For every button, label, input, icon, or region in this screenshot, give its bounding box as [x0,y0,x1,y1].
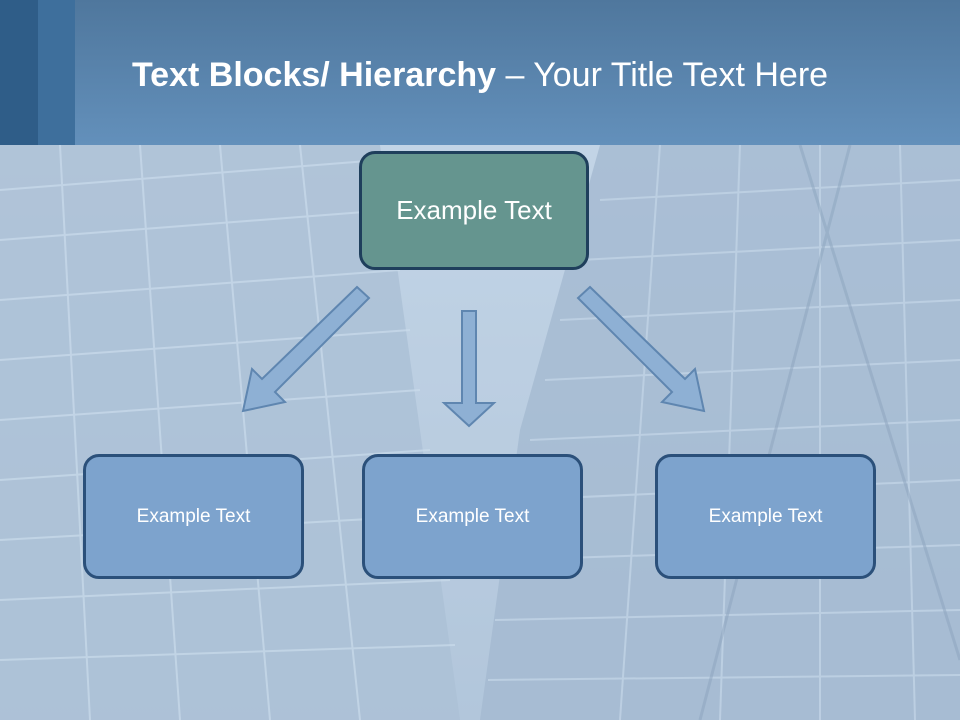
root-node: Example Text [359,151,589,270]
slide-title-regular: – Your Title Text Here [496,56,829,94]
child-node-2: Example Text [362,454,583,579]
child-node-label: Example Text [136,505,251,527]
title-accent-stripe [0,0,38,145]
slide-title: Text Blocks/ Hierarchy – Your Title Text… [0,55,960,95]
root-node-label: Example Text [396,195,552,225]
title-accent-stripe-2 [38,0,75,145]
title-bar: Text Blocks/ Hierarchy – Your Title Text… [0,0,960,145]
child-node-1: Example Text [83,454,304,579]
slide-title-bold: Text Blocks/ Hierarchy [131,56,497,94]
child-node-3: Example Text [655,454,876,579]
child-node-label: Example Text [708,505,823,527]
child-node-label: Example Text [415,505,530,527]
